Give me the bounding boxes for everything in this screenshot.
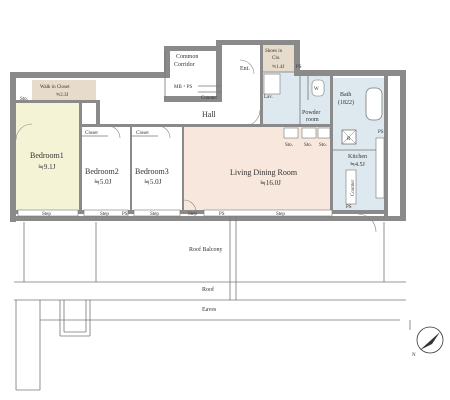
entry-counter-label: Counter [201, 96, 217, 101]
shoes-area: ≒1.4J [272, 64, 284, 70]
bedroom2-area: ≒5.0J [94, 178, 112, 186]
ps-label-shoes: PS [296, 65, 302, 70]
door-swings [15, 59, 377, 233]
compass-n-label: N [412, 353, 416, 358]
compass-circle [416, 326, 444, 354]
shoes-name-line2: Clo. [272, 56, 280, 61]
sto-label-walkin: Sto. [20, 97, 28, 102]
bedroom2-name: Bedroom2 [85, 167, 119, 176]
kitchen-side-counter [345, 169, 357, 205]
walls [10, 40, 406, 222]
shoes-name-line1: Shoes in [265, 49, 283, 54]
compass: N [412, 326, 444, 358]
bathtub [365, 87, 383, 121]
powder-name-line2: room [306, 117, 319, 123]
step-strips [17, 209, 333, 217]
ent-label: Ent. [240, 66, 250, 72]
kitchen-name: Kitchen [348, 154, 367, 160]
common-corridor-line2: Corridor [174, 62, 195, 68]
step-label-bedroom2: Step [100, 212, 109, 217]
walkin-fill [32, 80, 96, 102]
common-corridor-line1: Common [176, 54, 198, 60]
step-label-bedroom1: Step [42, 212, 51, 217]
living-name: Living Dining Room [230, 168, 298, 177]
kitchen-counter-label: Counter [351, 180, 356, 196]
bedroom1-name: Bedroom1 [30, 151, 64, 160]
mb-ps-label: MB・PS [174, 85, 193, 90]
powder-name-line1: Powder [302, 110, 320, 116]
bedroom3-name: Bedroom3 [135, 167, 169, 176]
roof-label: Roof [202, 286, 214, 293]
lav-sink [263, 73, 281, 95]
toilet [311, 79, 325, 97]
closet-label-bedroom2: Closet [85, 131, 98, 136]
kitchen-area: ≒4.5J [350, 162, 366, 168]
sto-label-3: Sto. [319, 143, 327, 148]
bedroom1-fill [16, 103, 79, 210]
sto-label-2: Sto. [304, 143, 312, 148]
storage-boxes [283, 127, 331, 139]
ps-label-bed: PS [122, 212, 128, 217]
lav-label: Lav. [264, 95, 273, 100]
step-label-bedroom3: Step [150, 212, 159, 217]
shoes-fill [262, 44, 294, 72]
interior-lines [14, 50, 411, 391]
bedroom1-area: ≒9.1J [38, 163, 56, 171]
step-label-living-left: Step [188, 212, 197, 217]
refrigerator-label: R [347, 137, 351, 142]
kitchen-counter [375, 137, 385, 199]
eaves-label: Eaves [202, 307, 217, 313]
walkin-area: ≒2.3J [56, 92, 68, 98]
bedroom2-floor [82, 126, 130, 210]
living-fill [183, 126, 333, 210]
ps-label-living: PS [219, 212, 225, 217]
living-area: ≒16.0J [260, 179, 281, 187]
hall-label: Hall [202, 110, 217, 119]
walkin-name: Walk in Closet [40, 85, 70, 90]
wm-label: W [314, 87, 319, 92]
bedroom3-floor [132, 126, 182, 210]
compass-needle [420, 332, 440, 350]
ps-label-kitchen: PS [378, 130, 384, 135]
ps-label-kitchen-low: PS [346, 205, 352, 210]
roof-balcony-label: Roof Balcony [189, 246, 223, 253]
bath-name: Bath [340, 92, 351, 98]
step-label-living: Step [276, 212, 285, 217]
kitchen-fill [332, 126, 384, 210]
bedroom3-area: ≒5.0J [144, 178, 162, 186]
sto-label-1: Sto. [285, 143, 293, 148]
bath-size: (1822) [338, 99, 354, 106]
closet-label-bedroom3: Closet [136, 131, 149, 136]
